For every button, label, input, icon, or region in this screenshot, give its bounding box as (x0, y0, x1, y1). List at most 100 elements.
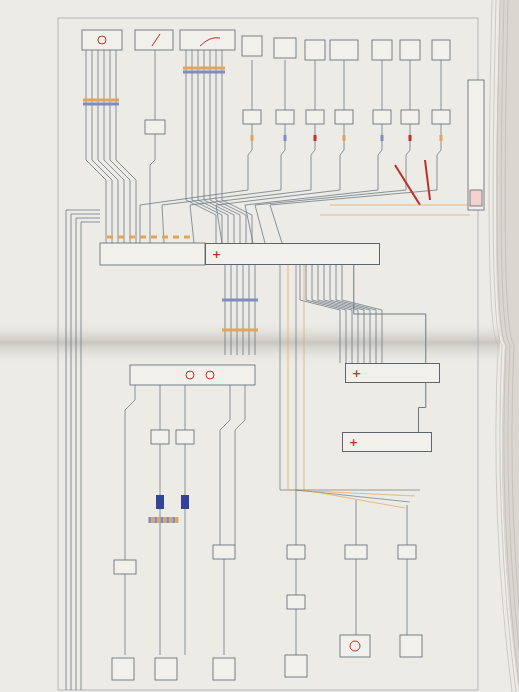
wire-color-mark (158, 517, 161, 523)
connector-module: + (342, 432, 432, 452)
wire-color-mark (189, 71, 195, 74)
wire (296, 265, 410, 502)
node-label: + (352, 368, 361, 379)
wire-color-mark (252, 329, 258, 332)
wire-color-mark (251, 135, 254, 141)
wire-color-mark (228, 299, 234, 302)
wire (296, 559, 297, 595)
wire (198, 50, 228, 243)
wire (252, 60, 253, 110)
component-box (372, 40, 392, 60)
component-box (155, 658, 177, 680)
wire-color-mark (173, 236, 179, 239)
wire (81, 222, 100, 223)
wire (296, 490, 297, 545)
wire-color-mark (284, 135, 287, 141)
wire-color-mark (113, 99, 119, 102)
wire-color-mark (201, 71, 207, 74)
wire (185, 509, 186, 655)
wire-color-mark (219, 67, 225, 70)
connector-box (145, 120, 165, 134)
wire (76, 218, 100, 219)
connector-box (373, 110, 391, 124)
wire-color-mark (343, 135, 346, 141)
wire (220, 385, 230, 545)
component-box (432, 40, 450, 60)
wire-color-mark (184, 236, 190, 239)
wire-color-mark (170, 517, 173, 523)
wire (255, 265, 256, 355)
wire-color-mark (101, 103, 107, 106)
wire-color-mark (107, 99, 113, 102)
component-symbol (98, 36, 106, 44)
wire (71, 214, 72, 690)
wire-color-mark (155, 517, 158, 523)
component-box (135, 30, 173, 50)
wire-color-mark (207, 71, 213, 74)
book-spine (0, 320, 500, 365)
connector-box (398, 545, 416, 559)
wire (190, 124, 315, 243)
component-box (274, 38, 296, 58)
component-box (330, 40, 358, 60)
wire (125, 385, 135, 560)
wire (231, 265, 232, 355)
wire-color-mark (219, 71, 225, 74)
wire-highlight (425, 160, 430, 200)
frame (58, 18, 478, 690)
wire-color-mark (381, 135, 384, 141)
component-symbol (200, 38, 220, 46)
wire (110, 50, 130, 243)
connector-box (213, 545, 235, 559)
wire (150, 134, 155, 243)
wire-color-mark (246, 329, 252, 332)
wire-color-mark (83, 103, 89, 106)
wire-color-mark (107, 103, 113, 106)
wire (162, 124, 285, 243)
connector-bar (100, 243, 205, 265)
wire-color-mark (107, 236, 113, 239)
wire (285, 60, 286, 110)
wire-color-mark (222, 329, 228, 332)
wire (140, 124, 252, 243)
wire-color-mark (246, 299, 252, 302)
wire (356, 559, 357, 635)
wire-color-mark (314, 135, 317, 141)
wire-color-mark (234, 329, 240, 332)
connector-box (243, 110, 261, 124)
wire (235, 385, 245, 545)
wire (320, 215, 470, 216)
component-box (180, 30, 235, 50)
connector-box (176, 430, 194, 444)
wire-color-mark (240, 299, 246, 302)
wire-color-mark (195, 67, 201, 70)
wire-color-mark (440, 135, 443, 141)
wire (237, 265, 238, 355)
wire (116, 50, 136, 243)
side-panel (468, 80, 484, 210)
wire-color-mark (89, 99, 95, 102)
wire-color-mark (409, 135, 412, 141)
wire-color-mark (240, 329, 246, 332)
page-curl-line (497, 0, 519, 692)
wire (410, 60, 411, 110)
wire-color-mark (201, 67, 207, 70)
wire-color-mark (95, 99, 101, 102)
wire (330, 205, 470, 206)
wire-color-mark (151, 236, 157, 239)
wire-color-mark (149, 517, 152, 523)
component-box (305, 40, 325, 60)
page-curl-line (505, 0, 519, 692)
side-panel-mark (470, 190, 482, 206)
wire (216, 124, 344, 243)
page-curl-line (501, 0, 519, 692)
wire-color-mark (162, 236, 168, 239)
connector-box (432, 110, 450, 124)
splice-block (156, 495, 164, 509)
component-symbol (350, 641, 360, 651)
wire (66, 210, 67, 690)
wire (104, 50, 124, 243)
wire (245, 124, 382, 243)
